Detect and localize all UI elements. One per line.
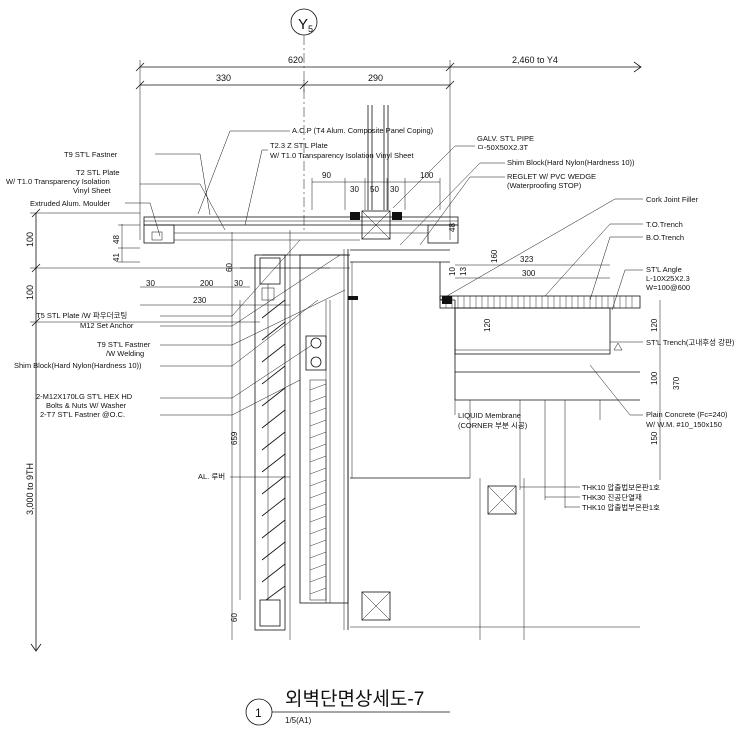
label-galv-pipe: GALV. ST'L PIPE	[477, 134, 534, 143]
label-m12-anchor: M12 Set Anchor	[80, 321, 134, 330]
dim-to-next-grid: 2,460 to Y4	[512, 55, 558, 65]
dim-30a: 30	[350, 185, 359, 194]
dim-150: 150	[650, 431, 659, 445]
dim-right: 290	[368, 73, 383, 83]
insulation-layers	[350, 400, 640, 640]
dim-left-100a: 100	[25, 232, 35, 247]
detail-dims-left: 48 41 60 30 30 200 230	[112, 224, 290, 306]
label-acp: A.C.P (T4 Alum. Composite Panel Coping)	[292, 126, 434, 135]
labels-top: A.C.P (T4 Alum. Composite Panel Coping) …	[270, 126, 635, 190]
labels-right: Cork Joint Filler T.O.Trench B.O.Trench …	[458, 195, 735, 512]
grid-bubble-letter: Y	[298, 16, 308, 33]
labels-left: T9 ST'L Fastner T2 STL Plate W/ T1.0 Tra…	[6, 150, 225, 481]
grid-bubble-number: 5	[308, 24, 313, 34]
label-bolts-nuts: Bolts & Nuts W/ Washer	[46, 401, 127, 410]
dim-13: 13	[459, 267, 468, 276]
label-stl-trench: ST'L Trench(고내후성 강판)	[646, 337, 735, 347]
label-m12-bolts: 2-M12X170LG ST'L HEX HD	[36, 392, 133, 401]
dim-200: 200	[200, 279, 214, 288]
label-t5-plate: T5 STL Plate /W 파우더코팅	[36, 310, 127, 320]
label-t9-fastner: T9 ST'L Fastner	[97, 340, 151, 349]
label-bo-trench: B.O.Trench	[646, 233, 684, 242]
label-thk30: THK30 진공단열재	[582, 492, 642, 502]
dim-120-right: 120	[650, 318, 659, 332]
grid-bubble: Y 5	[290, 8, 318, 230]
slab	[350, 261, 640, 479]
dim-160: 160	[490, 249, 499, 263]
dim-48a: 48	[112, 235, 121, 244]
label-t7-fastner: 2-T7 ST'L Fastner @O.C.	[40, 410, 125, 419]
title-number: 1	[255, 706, 262, 720]
left-dimensions: 100 100 3,000 to 9TH	[25, 208, 330, 652]
label-liquid-membrane: LIQUID Membrane	[458, 411, 521, 420]
title-text: 외벽단면상세도-7	[285, 688, 424, 710]
label-al-louver: AL. 루버	[198, 471, 225, 481]
dim-30-left: 30	[146, 279, 155, 288]
dim-230: 230	[193, 296, 207, 305]
insulation-column	[309, 379, 327, 601]
label-t9-fastner-top: T9 ST'L Fastner	[64, 150, 118, 159]
label-t2-isolation: W/ T1.0 Transparency Isolation	[6, 177, 110, 186]
label-shim-block-top: Shim Block(Hard Nylon(Hardness 10))	[507, 158, 635, 167]
label-alum-moulder: Extruded Alum. Moulder	[30, 199, 111, 208]
label-pipe-size: ㅁ-50X50X2.3T	[477, 143, 529, 152]
dim-659: 659	[230, 431, 239, 445]
top-dimensions: 620 330 290 2,460 to Y4	[135, 55, 642, 240]
dim-total: 620	[288, 55, 303, 65]
dim-10: 10	[448, 267, 457, 276]
title-scale: 1/5(A1)	[285, 716, 312, 725]
dim-41: 41	[112, 253, 121, 262]
label-stl-angle: ST'L Angle	[646, 265, 682, 274]
dim-60b: 60	[230, 613, 239, 622]
dim-30-right: 30	[234, 279, 243, 288]
label-t2-vinyl: Vinyl Sheet	[73, 186, 112, 195]
dim-90: 90	[322, 171, 331, 180]
dim-48b: 48	[448, 223, 457, 232]
label-angle-spacing: W=100@600	[646, 283, 690, 292]
dim-323: 323	[520, 255, 534, 264]
label-angle-size: L-10X25X2.3	[646, 274, 690, 283]
wall-assembly	[231, 230, 450, 640]
dim-100: 100	[420, 171, 434, 180]
label-to-trench: T.O.Trench	[646, 220, 683, 229]
pipe-vertical	[367, 105, 389, 210]
leader-lines	[125, 130, 643, 508]
detail-dims-inner: 659 60	[230, 300, 241, 622]
title-block: 1 외벽단면상세도-7 1/5(A1)	[245, 688, 450, 726]
label-cork-joint: Cork Joint Filler	[646, 195, 699, 204]
louver-blades	[261, 299, 286, 601]
label-t2-stl-plate: T2 STL Plate	[76, 168, 120, 177]
dim-370: 370	[672, 376, 681, 390]
label-z-plate: T2.3 Z ST'L Plate	[270, 141, 328, 150]
label-shim-block-left: Shim Block(Hard Nylon(Hardness 10))	[14, 361, 142, 370]
dim-50: 50	[370, 185, 379, 194]
dim-left: 330	[216, 73, 231, 83]
trench	[439, 295, 641, 355]
dim-100-right: 100	[650, 371, 659, 385]
label-thk10-a: THK10 압출법보온판1호	[582, 482, 660, 492]
label-z-plate-isolation: W/ T1.0 Transparency Isolation Vinyl She…	[270, 151, 414, 160]
coping	[143, 210, 459, 244]
dim-30b: 30	[390, 185, 399, 194]
dim-60a: 60	[225, 263, 234, 272]
dim-300: 300	[522, 269, 536, 278]
trench-dims: 323 300 48 10 160 13 120 120 100 370 150	[448, 223, 681, 480]
label-thk10-b: THK10 압출법부온판1호	[582, 502, 660, 512]
label-reglet: REGLET W/ PVC WEDGE	[507, 172, 596, 181]
label-wire-mesh: W/ W.M. #10_150x150	[646, 420, 722, 429]
label-welding: /W Welding	[106, 349, 144, 358]
label-plain-concrete: Plain Concrete (Fc=240)	[646, 410, 728, 419]
dim-floor-height: 3,000 to 9TH	[25, 463, 35, 515]
dim-left-100b: 100	[25, 285, 35, 300]
dim-120-trench: 120	[483, 318, 492, 332]
label-waterproofing: (Waterproofing STOP)	[507, 181, 582, 190]
small-dimensions: 90 30 50 30 100	[311, 171, 441, 210]
label-corner: (CORNER 부분 시공)	[458, 421, 528, 430]
